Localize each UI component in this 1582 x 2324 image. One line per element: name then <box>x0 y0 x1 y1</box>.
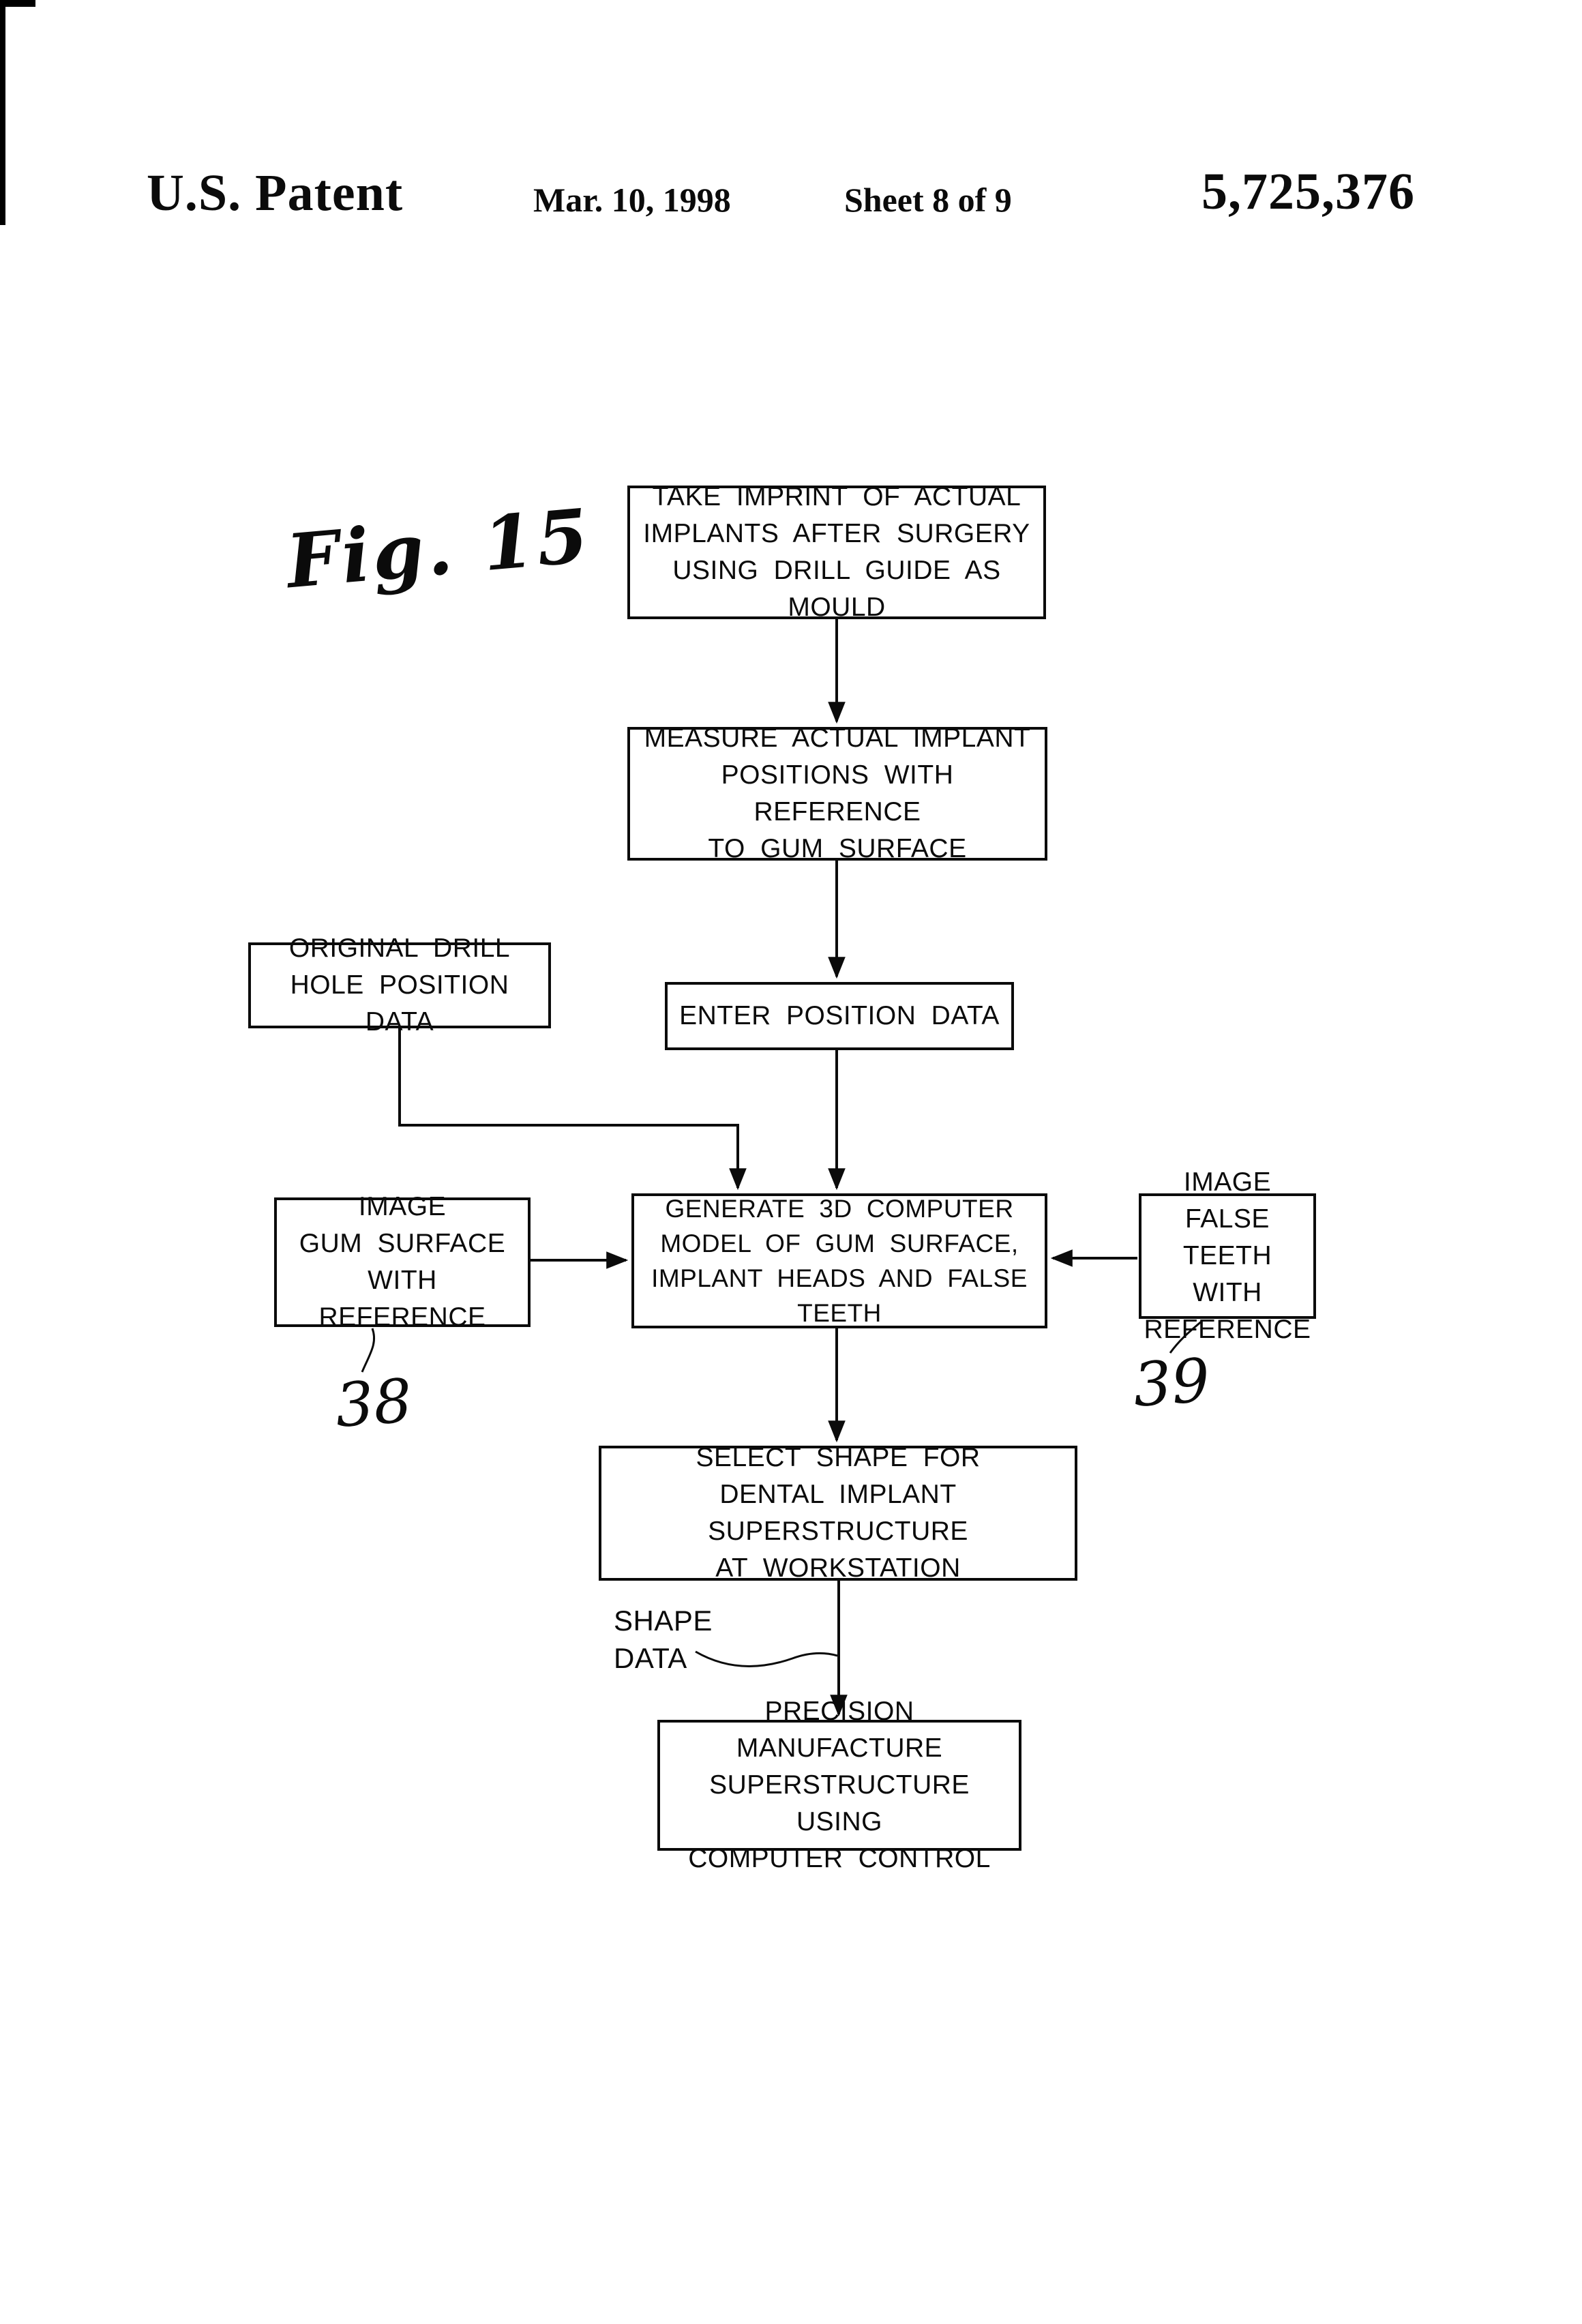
flow-box-measure-positions: MEASURE ACTUAL IMPLANT POSITIONS WITH RE… <box>627 724 1047 863</box>
patent-header-sheet: Sheet 8 of 9 <box>844 181 1012 219</box>
flow-box-take-imprint: TAKE IMPRINT OF ACTUAL IMPLANTS AFTER SU… <box>627 482 1046 622</box>
flow-box-generate-3d-model: GENERATE 3D COMPUTER MODEL OF GUM SURFAC… <box>631 1193 1047 1328</box>
reference-numeral-39: 39 <box>1131 1345 1212 1420</box>
flow-box-image-gum-surface: IMAGE GUM SURFACE WITH REFERENCE <box>274 1192 531 1332</box>
leader-line-shape-data <box>695 1650 838 1668</box>
flow-box-precision-manufacture: PRECISION MANUFACTURE SUPERSTRUCTURE USI… <box>657 1697 1021 1873</box>
shape-data-label: SHAPE DATA <box>614 1605 713 1674</box>
flow-box-drill-hole-data: ORIGINAL DRILL HOLE POSITION DATA <box>248 934 551 1037</box>
leader-line-38 <box>361 1328 376 1373</box>
patent-header-date: Mar. 10, 1998 <box>533 181 731 219</box>
patent-header-number: 5,725,376 <box>1202 163 1415 220</box>
scan-artifact-top-edge <box>0 0 35 7</box>
flow-box-select-shape: SELECT SHAPE FOR DENTAL IMPLANT SUPERSTR… <box>599 1443 1077 1583</box>
flow-box-enter-position-data: ENTER POSITION DATA <box>665 982 1014 1050</box>
arrow-drillhole-to-generate <box>398 1028 747 1191</box>
reference-numeral-38: 38 <box>333 1365 415 1441</box>
flow-box-image-false-teeth: IMAGE FALSE TEETH WITH REFERENCE <box>1139 1167 1316 1344</box>
patent-header-title: U.S. Patent <box>147 164 404 222</box>
leader-line-39 <box>1169 1319 1204 1354</box>
scan-artifact-left-edge <box>0 0 5 225</box>
